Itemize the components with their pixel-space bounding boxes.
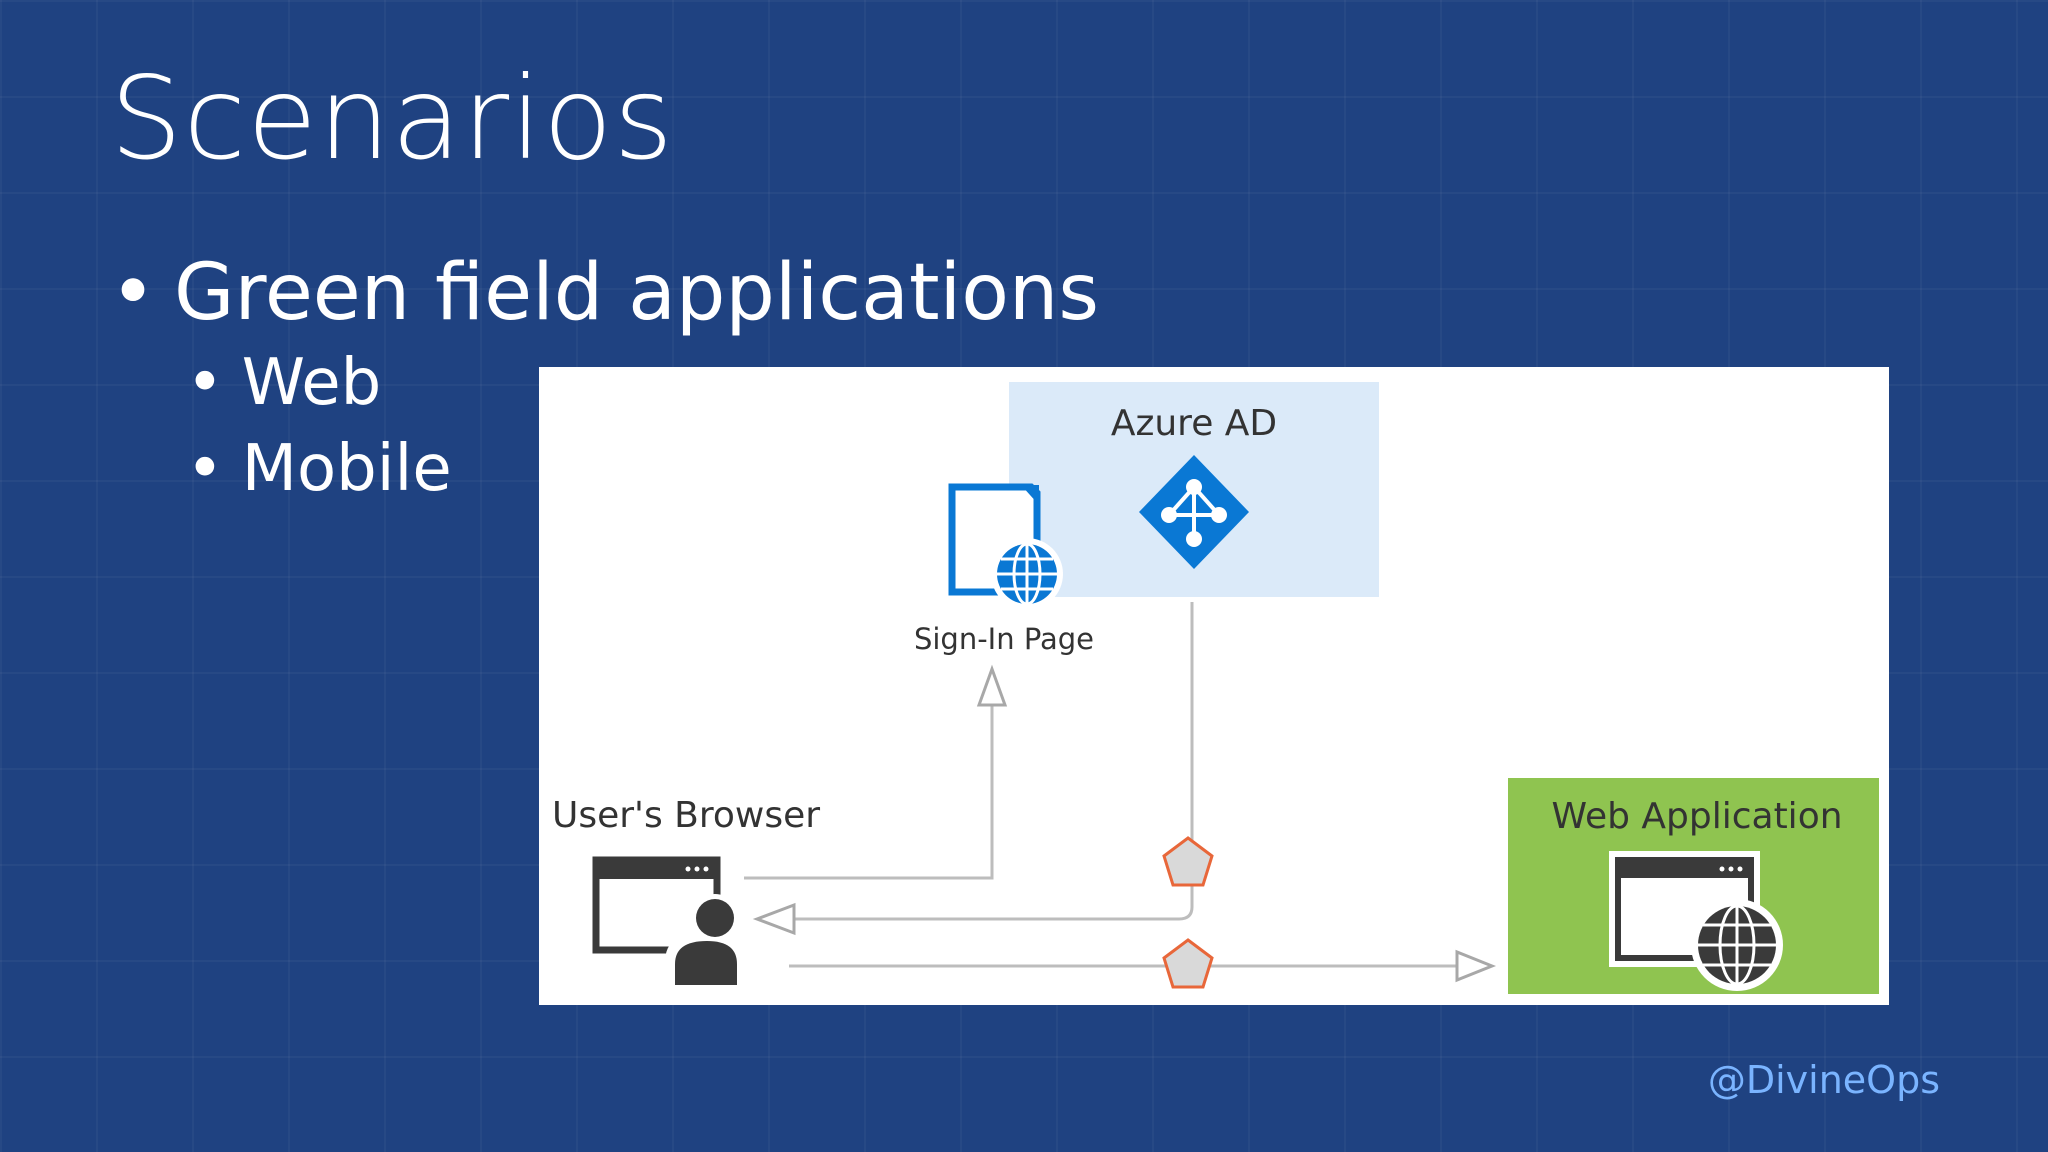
browser-label: User's Browser — [552, 795, 820, 836]
bullet-dot: • — [110, 248, 157, 338]
arrowhead-right — [1455, 949, 1497, 983]
azure-ad-icon — [1139, 455, 1249, 569]
bullet-web: •Web — [186, 346, 381, 420]
author-handle: @DivineOps — [1707, 1058, 1940, 1102]
connector-to-sign-in — [744, 687, 994, 880]
auth-flow-diagram: Azure AD Sign-In Page — [539, 367, 1889, 1005]
bullet-green-field: •Green field applications — [110, 248, 1099, 338]
bullet-web-label: Web — [241, 346, 382, 420]
browser-window-icon — [1609, 851, 1760, 967]
arrowhead-left — [752, 902, 796, 936]
web-app-label: Web Application — [1551, 796, 1842, 837]
bullet-dot: • — [186, 346, 224, 420]
azure-ad-label: Azure AD — [1111, 403, 1277, 444]
bullet-green-field-label: Green field applications — [174, 248, 1100, 338]
bullet-mobile-label: Mobile — [241, 432, 452, 506]
sign-in-page-label: Sign-In Page — [914, 622, 1094, 656]
slide-title: Scenarios — [110, 52, 674, 185]
bullet-dot: • — [186, 432, 224, 506]
user-icon — [665, 894, 747, 989]
token-pentagon-icon — [1162, 938, 1214, 989]
connector-azure-to-browser — [789, 602, 1194, 921]
arrowhead-up — [976, 664, 1008, 707]
bullet-mobile: •Mobile — [186, 432, 452, 506]
globe-icon — [1691, 899, 1783, 991]
globe-icon — [991, 538, 1063, 610]
token-pentagon-icon — [1162, 836, 1214, 887]
